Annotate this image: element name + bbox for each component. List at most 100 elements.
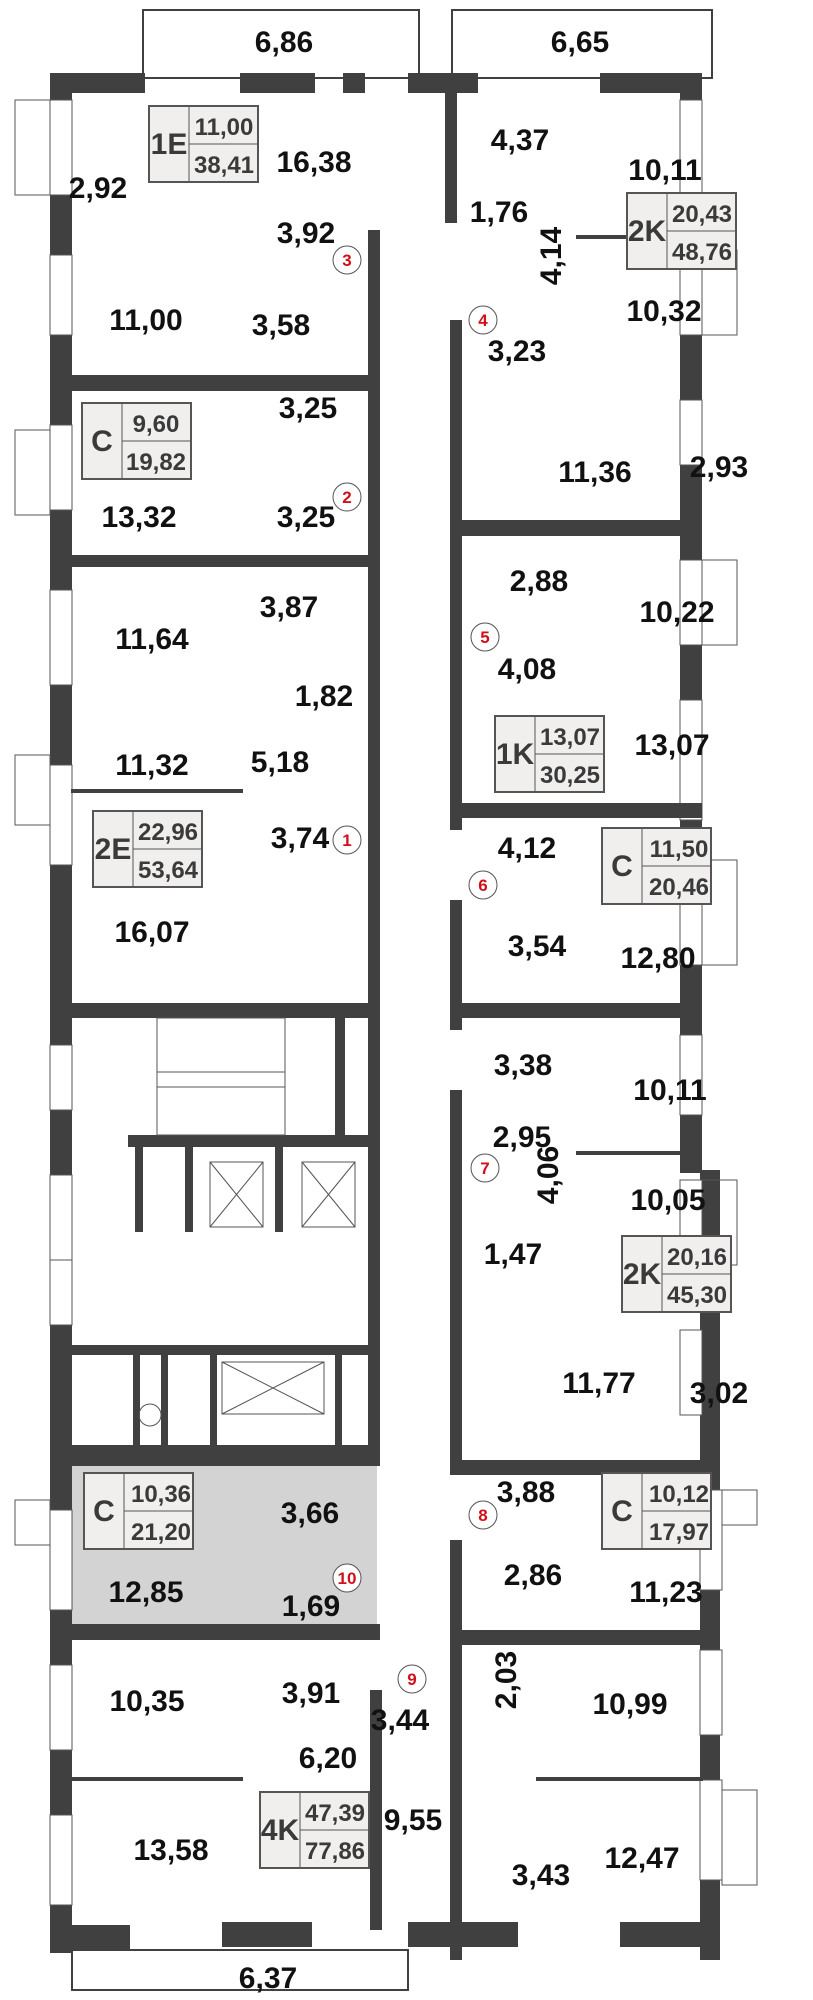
- apartment-5[interactable]: 1K 13,07 30,25 11,36 2,93 2,88 10,22 4,0…: [470, 451, 748, 793]
- room-area: 3,44: [371, 1704, 430, 1737]
- room-area: 2,93: [690, 451, 748, 484]
- room-area: 3,02: [690, 1377, 748, 1410]
- apartment-4[interactable]: 2K 20,43 48,76 4,37 10,11 1,76 4,14 10,3…: [468, 124, 737, 368]
- room-area: 3,91: [282, 1677, 340, 1710]
- room-area: 3,38: [494, 1049, 552, 1082]
- room-area: 10,35: [109, 1685, 184, 1718]
- total-area: 53,64: [138, 857, 199, 884]
- room-area: 10,11: [628, 154, 701, 187]
- apartment-7[interactable]: 2K 20,16 45,30 3,38 10,11 2,95 4,06 10,0…: [470, 1049, 748, 1410]
- room-area: 5,18: [251, 746, 309, 779]
- apartment-3[interactable]: 1E 11,00 38,41 16,38 2,92 3,92 11,00 3,5…: [69, 105, 362, 342]
- room-area: 12,47: [604, 1842, 679, 1875]
- balcony-area-top-right: 6,65: [551, 26, 609, 59]
- apartment-type: C: [91, 425, 113, 458]
- apartment-type: C: [611, 850, 633, 883]
- total-area: 17,97: [649, 1519, 709, 1546]
- room-area: 2,86: [504, 1559, 562, 1592]
- room-area: 3,25: [279, 392, 337, 425]
- room-area: 11,36: [558, 456, 631, 489]
- room-area: 3,87: [260, 591, 318, 624]
- room-area: 1,82: [295, 680, 353, 713]
- room-area: 1,76: [470, 196, 528, 229]
- room-area: 11,64: [115, 623, 189, 656]
- room-area: 12,85: [108, 1576, 183, 1609]
- apartment-number: 10: [338, 1569, 357, 1588]
- apartment-type: 1K: [496, 738, 535, 771]
- living-area: 10,36: [131, 1481, 191, 1508]
- apartment-type: C: [93, 1495, 115, 1528]
- room-area: 3,74: [271, 822, 330, 855]
- apartment-type: 4K: [261, 1814, 300, 1847]
- room-area: 3,58: [252, 309, 310, 342]
- apartment-number: 2: [342, 488, 351, 507]
- apartment-type: 2K: [628, 215, 667, 248]
- room-area: 10,11: [633, 1074, 706, 1107]
- living-area: 22,96: [138, 819, 198, 846]
- total-area: 20,46: [649, 874, 709, 901]
- balcony-area-top-left: 6,86: [255, 26, 313, 59]
- room-area: 2,95: [493, 1121, 551, 1154]
- room-area: 2,88: [510, 565, 568, 598]
- total-area: 19,82: [126, 449, 186, 476]
- balcony-top-right: [451, 9, 713, 79]
- apartment-number: 9: [407, 1670, 416, 1689]
- apartment-1[interactable]: 2E 22,96 53,64 11,64 3,87 1,82 11,32 5,1…: [92, 591, 362, 949]
- room-area: 3,66: [281, 1497, 339, 1530]
- total-area: 48,76: [672, 239, 732, 266]
- room-area: 3,88: [497, 1476, 555, 1509]
- living-area: 11,50: [650, 836, 709, 863]
- room-area: 9,55: [384, 1804, 442, 1837]
- stair-lift-core: [72, 1017, 380, 1455]
- room-area: 3,23: [488, 335, 546, 368]
- room-area: 1,47: [484, 1238, 542, 1271]
- room-area: 3,54: [508, 930, 567, 963]
- apartment-9[interactable]: 4K 47,39 77,86 3,44 2,03 10,99 10,35 3,9…: [109, 1651, 679, 1892]
- room-area: 1,69: [282, 1590, 340, 1623]
- living-area: 10,12: [649, 1481, 709, 1508]
- apartment-type: C: [611, 1495, 633, 1528]
- living-area: 11,00: [195, 114, 254, 141]
- room-area: 10,05: [630, 1184, 705, 1217]
- total-area: 77,86: [305, 1838, 365, 1865]
- room-area: 2,92: [69, 172, 127, 205]
- room-area: 2,03: [490, 1651, 523, 1709]
- apartment-type: 2E: [95, 833, 132, 866]
- balcony-bottom-left: [71, 1949, 409, 1991]
- room-area: 3,92: [277, 217, 335, 250]
- apartment-number: 3: [342, 251, 351, 270]
- living-area: 20,16: [667, 1244, 727, 1271]
- living-area: 13,07: [540, 724, 600, 751]
- room-area: 13,32: [101, 501, 176, 534]
- room-area: 4,37: [491, 124, 549, 157]
- room-area: 11,23: [629, 1576, 702, 1609]
- apartment-number: 1: [342, 831, 351, 850]
- living-area: 47,39: [305, 1800, 365, 1827]
- room-area: 16,07: [114, 916, 189, 949]
- apartment-10[interactable]: C 10,36 21,20 3,66 12,85 1,69 10: [83, 1472, 362, 1623]
- room-area: 13,58: [133, 1834, 208, 1867]
- apartment-8[interactable]: C 10,12 17,97 3,88 2,86 11,23 8: [468, 1472, 712, 1609]
- room-area: 10,22: [639, 596, 714, 629]
- apartment-number: 6: [478, 876, 487, 895]
- living-area: 20,43: [672, 201, 732, 228]
- apartment-number: 5: [480, 628, 489, 647]
- room-area: 10,32: [626, 295, 701, 328]
- total-area: 30,25: [540, 762, 600, 789]
- room-area: 13,07: [634, 729, 709, 762]
- room-area: 3,43: [512, 1859, 570, 1892]
- apartment-number: 8: [478, 1506, 487, 1525]
- room-area: 11,32: [115, 749, 188, 782]
- living-area: 9,60: [133, 411, 180, 438]
- apartment-6[interactable]: C 11,50 20,46 4,12 3,54 12,80 6: [468, 827, 712, 975]
- apartment-number: 4: [478, 311, 488, 330]
- total-area: 45,30: [667, 1282, 727, 1309]
- apartment-number: 7: [480, 1159, 489, 1178]
- room-area: 3,25: [277, 501, 335, 534]
- total-area: 21,20: [131, 1519, 191, 1546]
- balcony-area-bottom-left: 6,37: [239, 1962, 297, 1995]
- room-area: 12,80: [620, 942, 695, 975]
- apartment-type: 2K: [623, 1258, 662, 1291]
- room-area: 16,38: [276, 146, 351, 179]
- apartment-2[interactable]: C 9,60 19,82 3,25 13,32 3,25 2: [81, 392, 362, 534]
